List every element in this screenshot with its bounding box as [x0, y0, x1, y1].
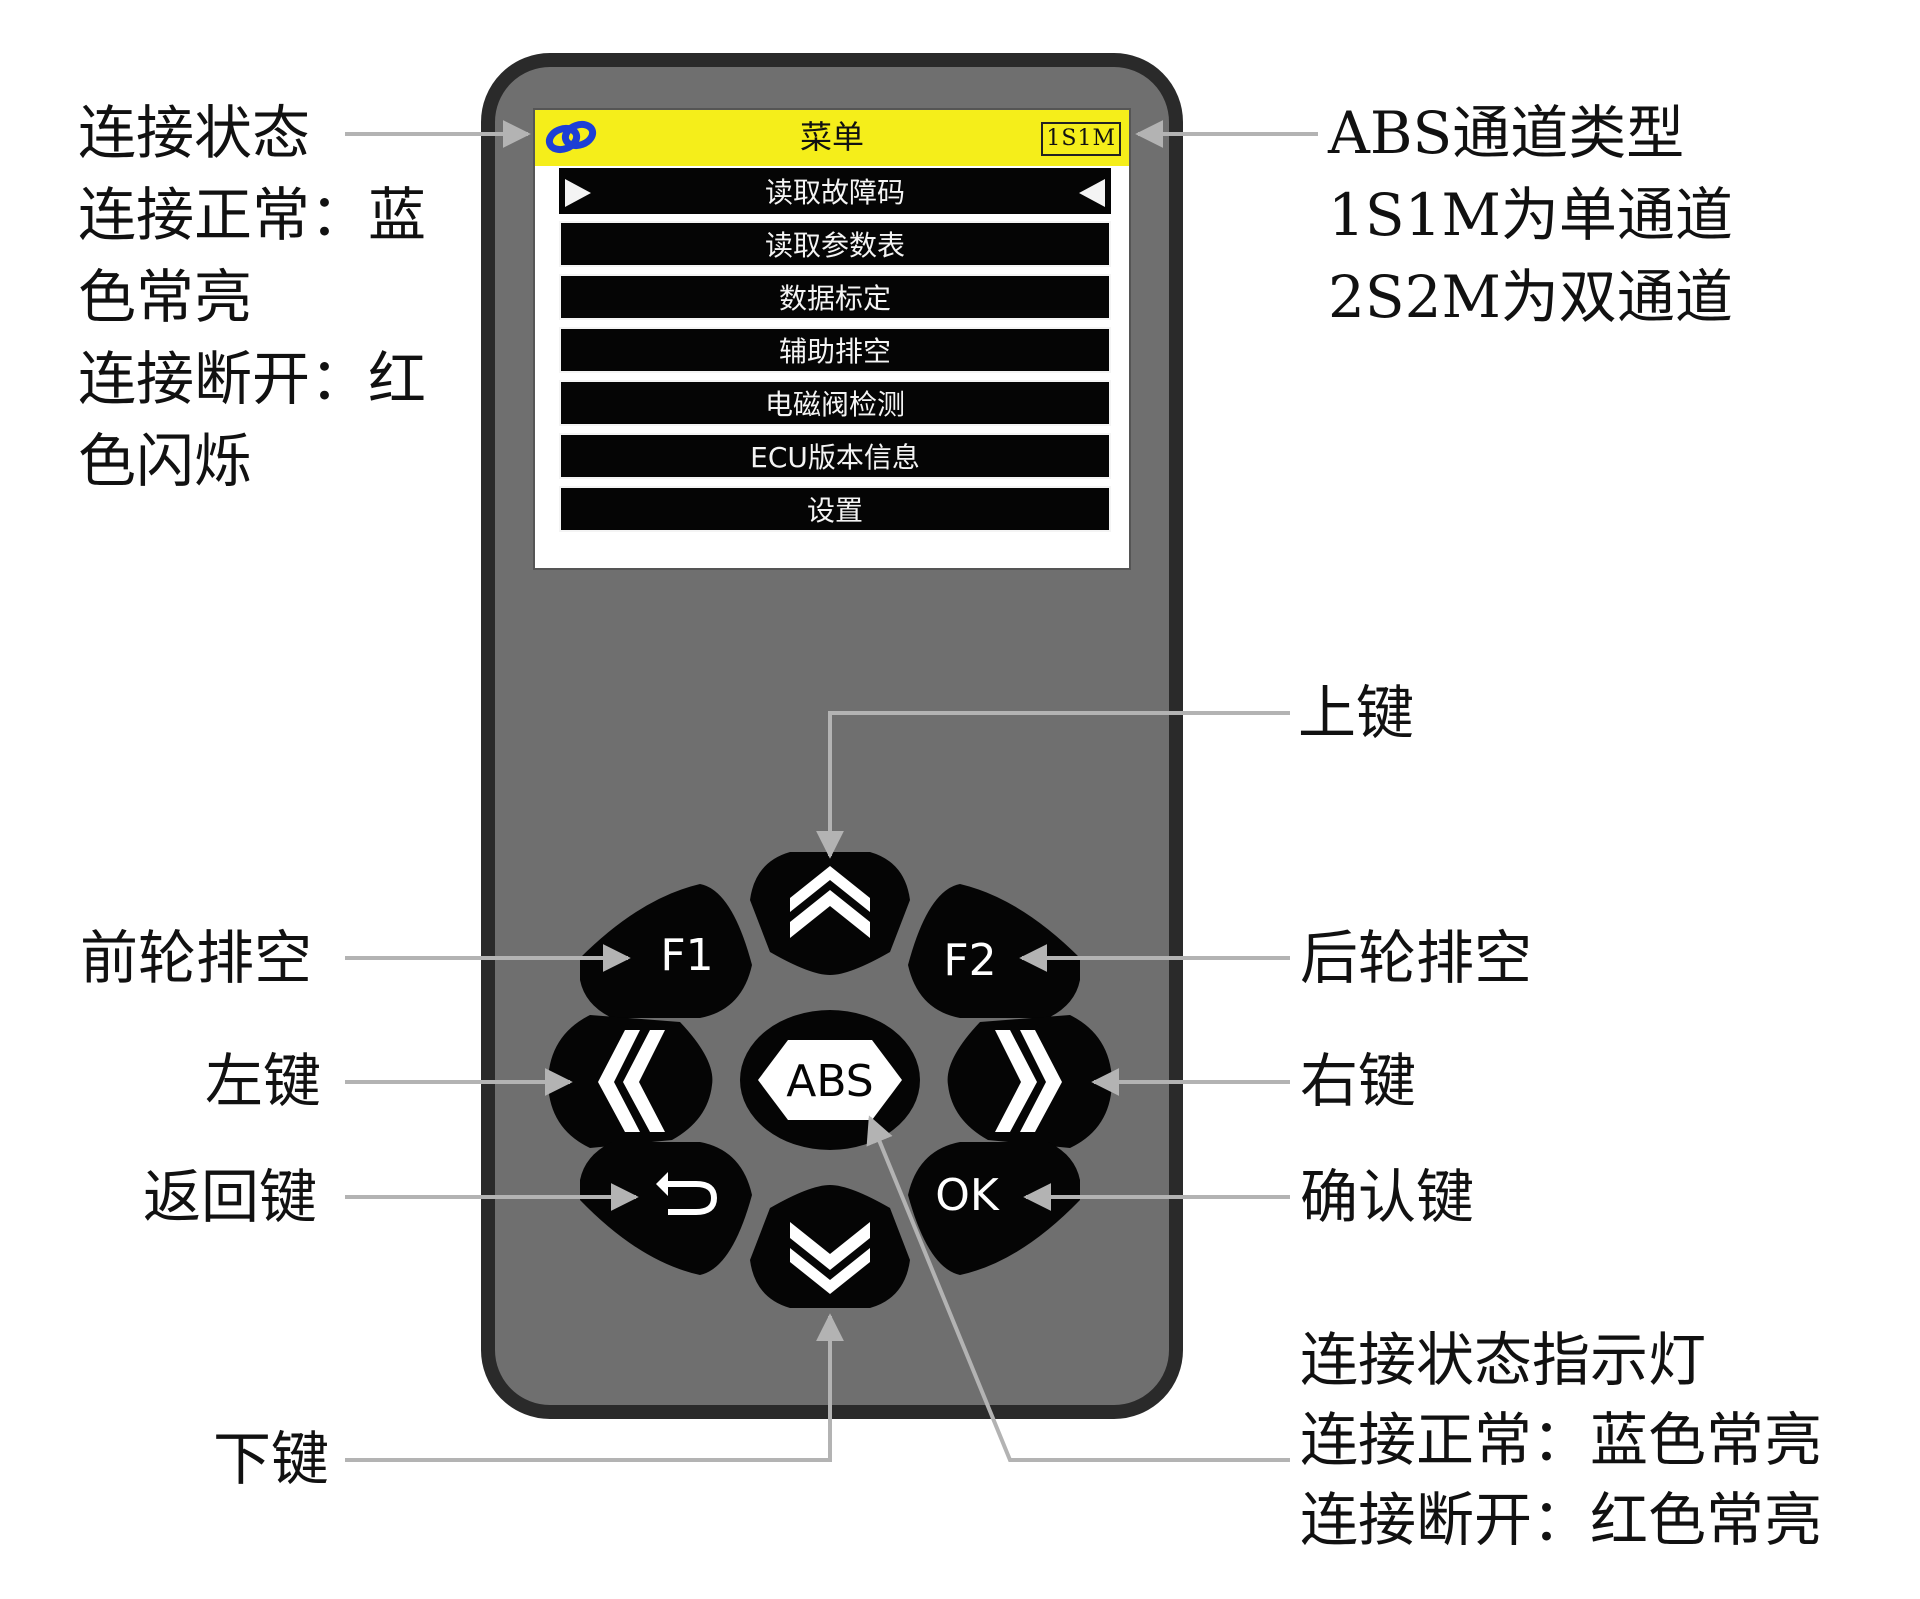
- menu-item-label: 读取故障码: [764, 176, 905, 209]
- double-chevron-right-icon: [995, 1030, 1062, 1132]
- callout-confirm-key: 确认键: [1300, 1163, 1475, 1231]
- callout-right-key: 右键: [1300, 1047, 1417, 1115]
- abs-type-badge: 1S1M: [1041, 122, 1121, 156]
- callout-front-bleed: 前轮排空: [80, 924, 313, 992]
- menu-item-label: 电磁阀检测: [764, 388, 905, 421]
- callout-line: 连接正常：蓝色常亮: [1300, 1406, 1823, 1474]
- menu-item-solenoid-test[interactable]: 电磁阀检测: [559, 380, 1111, 426]
- screen-title-bar: 菜单 1S1M: [535, 110, 1129, 166]
- lcd-screen: 菜单 1S1M 读取故障码 读取参数表 数据标定 辅助排空 电磁阀检测 ECU版…: [533, 108, 1131, 570]
- up-key[interactable]: [750, 852, 910, 975]
- back-key[interactable]: [580, 1142, 752, 1275]
- leader-down-key: [345, 1313, 844, 1462]
- callout-up-key: 上键: [1298, 679, 1415, 747]
- ok-key-label: OK: [935, 1170, 1000, 1221]
- down-key[interactable]: [750, 1185, 910, 1308]
- callout-line: 连接断开：红色常亮: [1300, 1486, 1823, 1554]
- callout-line: 连接断开：红: [78, 345, 427, 413]
- menu-item-label: 辅助排空: [778, 335, 891, 368]
- abs-indicator-face: [758, 1040, 902, 1120]
- selection-left-arrow-icon: [565, 179, 591, 207]
- callout-line: 1S1M为单通道: [1328, 181, 1733, 249]
- callout-down-key: 下键: [213, 1425, 330, 1493]
- menu-item-read-fault-codes[interactable]: 读取故障码: [559, 168, 1111, 214]
- callout-line: 连接状态: [78, 99, 311, 167]
- ok-key[interactable]: OK: [908, 1142, 1080, 1275]
- callout-line: ABS通道类型: [1328, 99, 1685, 167]
- f1-key-label: F1: [660, 930, 713, 981]
- left-key[interactable]: [548, 1015, 713, 1148]
- right-key[interactable]: [947, 1015, 1112, 1148]
- double-chevron-left-icon: [598, 1030, 665, 1132]
- selection-right-arrow-icon: [1079, 179, 1105, 207]
- abs-key[interactable]: ABS: [740, 1010, 920, 1150]
- menu-item-settings[interactable]: 设置: [559, 486, 1111, 532]
- callout-line: 2S2M为双通道: [1328, 263, 1733, 331]
- callout-indicator: 连接状态指示灯 连接正常：蓝色常亮 连接断开：红色常亮: [1300, 1320, 1822, 1560]
- callout-line: 连接状态指示灯: [1300, 1326, 1707, 1394]
- callout-line: 色常亮: [78, 263, 253, 331]
- screen-title: 菜单: [799, 118, 864, 156]
- callout-back-key: 返回键: [143, 1163, 318, 1231]
- menu-item-data-calibration[interactable]: 数据标定: [559, 274, 1111, 320]
- menu-item-ecu-version[interactable]: ECU版本信息: [559, 433, 1111, 479]
- double-chevron-up-icon: [790, 866, 870, 938]
- callout-left-key: 左键: [205, 1047, 322, 1115]
- menu-item-label: 数据标定: [778, 282, 891, 315]
- callout-line: 色闪烁: [78, 427, 253, 495]
- leader-indicator: [866, 1115, 1290, 1462]
- callout-line: 连接正常：蓝: [78, 181, 427, 249]
- leader-lines: [345, 120, 1318, 1462]
- keypad: F1 F2 ABS OK: [548, 852, 1112, 1308]
- link-icon: [545, 120, 597, 154]
- leader-up-key: [816, 711, 1290, 859]
- menu-item-assisted-bleed[interactable]: 辅助排空: [559, 327, 1111, 373]
- menu-item-label: 读取参数表: [764, 229, 905, 262]
- double-chevron-down-icon: [790, 1222, 870, 1294]
- f2-key[interactable]: F2: [908, 884, 1080, 1018]
- return-arrow-icon: [668, 1181, 718, 1215]
- menu-item-read-parameters[interactable]: 读取参数表: [559, 221, 1111, 267]
- abs-key-label: ABS: [786, 1056, 873, 1107]
- menu-item-label: ECU版本信息: [750, 441, 920, 474]
- f2-key-label: F2: [943, 935, 996, 986]
- callout-connection-status: 连接状态 连接正常：蓝 色常亮 连接断开：红 色闪烁: [78, 92, 426, 502]
- f1-key[interactable]: F1: [580, 884, 752, 1018]
- menu-item-label: 设置: [806, 494, 863, 527]
- callout-abs-channel-type: ABS通道类型 1S1M为单通道 2S2M为双通道: [1328, 92, 1733, 338]
- callout-rear-bleed: 后轮排空: [1300, 924, 1533, 992]
